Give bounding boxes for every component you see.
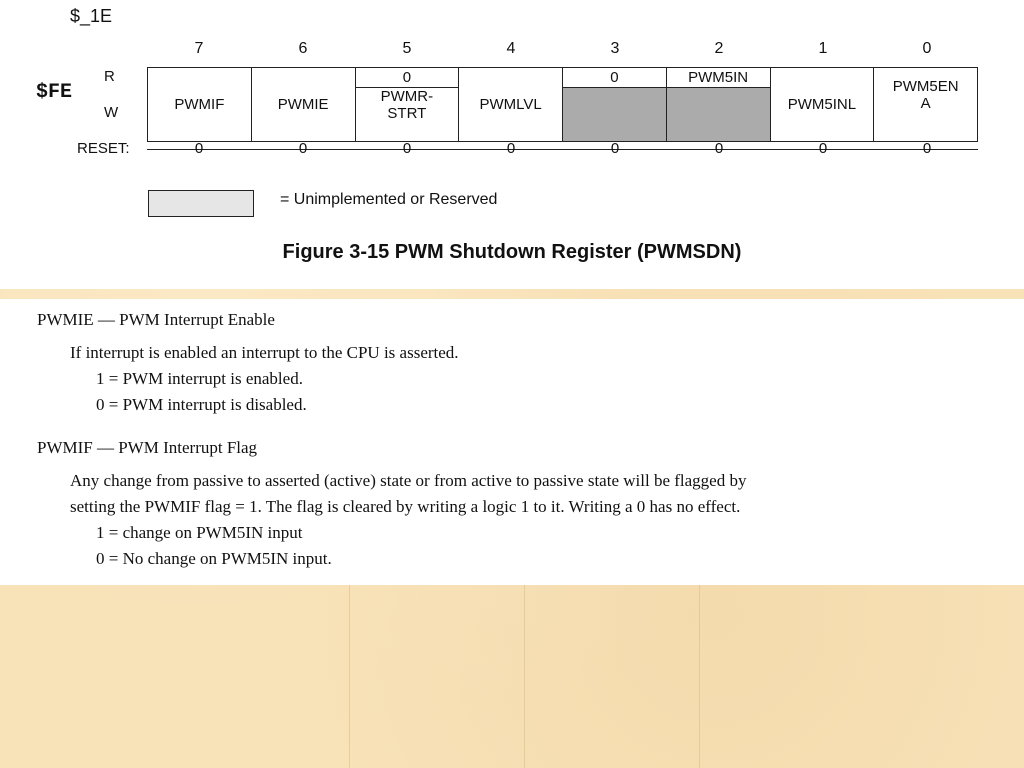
legend-text: = Unimplemented or Reserved [280, 191, 498, 208]
figure-caption: Figure 3-15 PWM Shutdown Register (PWMSD… [282, 241, 742, 263]
pwmif-heading: PWMIF — PWM Interrupt Flag [37, 438, 258, 457]
reset-label: RESET: [77, 140, 130, 157]
bit7-cell: PWMIF [147, 67, 252, 142]
bit-number: 0 [922, 40, 932, 57]
bit-number: 5 [402, 40, 412, 57]
bit2-read-cell: PWM5IN [665, 67, 771, 88]
bit5-read-cell: 0 [354, 67, 460, 88]
description-panel: PWMIE — PWM Interrupt Enable If interrup… [0, 299, 1024, 585]
register-bit-table: PWMIF PWMIE 0 PWMLVL 0 PWM5IN PWM5INL PW… [147, 67, 978, 142]
reset-value: 0 [298, 140, 308, 157]
reset-value: 0 [922, 140, 932, 157]
write-row-label: W [104, 104, 119, 121]
bit1-cell: PWM5INL [769, 67, 875, 142]
bit-number: 3 [610, 40, 620, 57]
register-address-label: $FE [36, 81, 73, 104]
background-seam [524, 585, 525, 768]
pwmie-option-1: 1 = PWM interrupt is enabled. [96, 369, 303, 388]
pwmif-option-0: 0 = No change on PWM5IN input. [96, 549, 332, 568]
bit5-write-cell: PWMR-STRT [354, 87, 460, 142]
bit-number: 6 [298, 40, 308, 57]
bit-number: 1 [818, 40, 828, 57]
bit3-read-cell: 0 [562, 67, 667, 88]
read-row-label: R [104, 68, 115, 85]
bit-number: 2 [714, 40, 724, 57]
reset-value: 0 [194, 140, 204, 157]
pwmie-option-0: 0 = PWM interrupt is disabled. [96, 395, 307, 414]
pwmif-description-line1: Any change from passive to asserted (act… [70, 471, 747, 490]
pwmif-option-1: 1 = change on PWM5IN input [96, 523, 303, 542]
bit4-cell: PWMLVL [458, 67, 563, 142]
bit-number: 4 [506, 40, 516, 57]
reset-value: 0 [402, 140, 412, 157]
reset-value: 0 [610, 140, 620, 157]
reset-value: 0 [818, 140, 828, 157]
bit-number: 7 [194, 40, 204, 57]
reset-divider [147, 149, 978, 150]
bit3-reserved-cell [562, 87, 667, 142]
reset-value: 0 [714, 140, 724, 157]
register-address-top: $_1E [70, 6, 113, 26]
pwmie-description: If interrupt is enabled an interrupt to … [70, 343, 459, 362]
pwmie-heading: PWMIE — PWM Interrupt Enable [37, 310, 275, 329]
bit6-cell: PWMIE [250, 67, 356, 142]
bit2-reserved-cell [665, 87, 771, 142]
register-figure: $_1E $FE R W 7 6 5 4 3 2 1 0 PWMIF PWMIE… [0, 0, 1024, 289]
background-seam [349, 585, 350, 768]
pwmif-description-line2: setting the PWMIF flag = 1. The flag is … [70, 497, 741, 516]
reset-value: 0 [506, 140, 516, 157]
legend-swatch [148, 190, 254, 217]
background-seam [699, 585, 700, 768]
